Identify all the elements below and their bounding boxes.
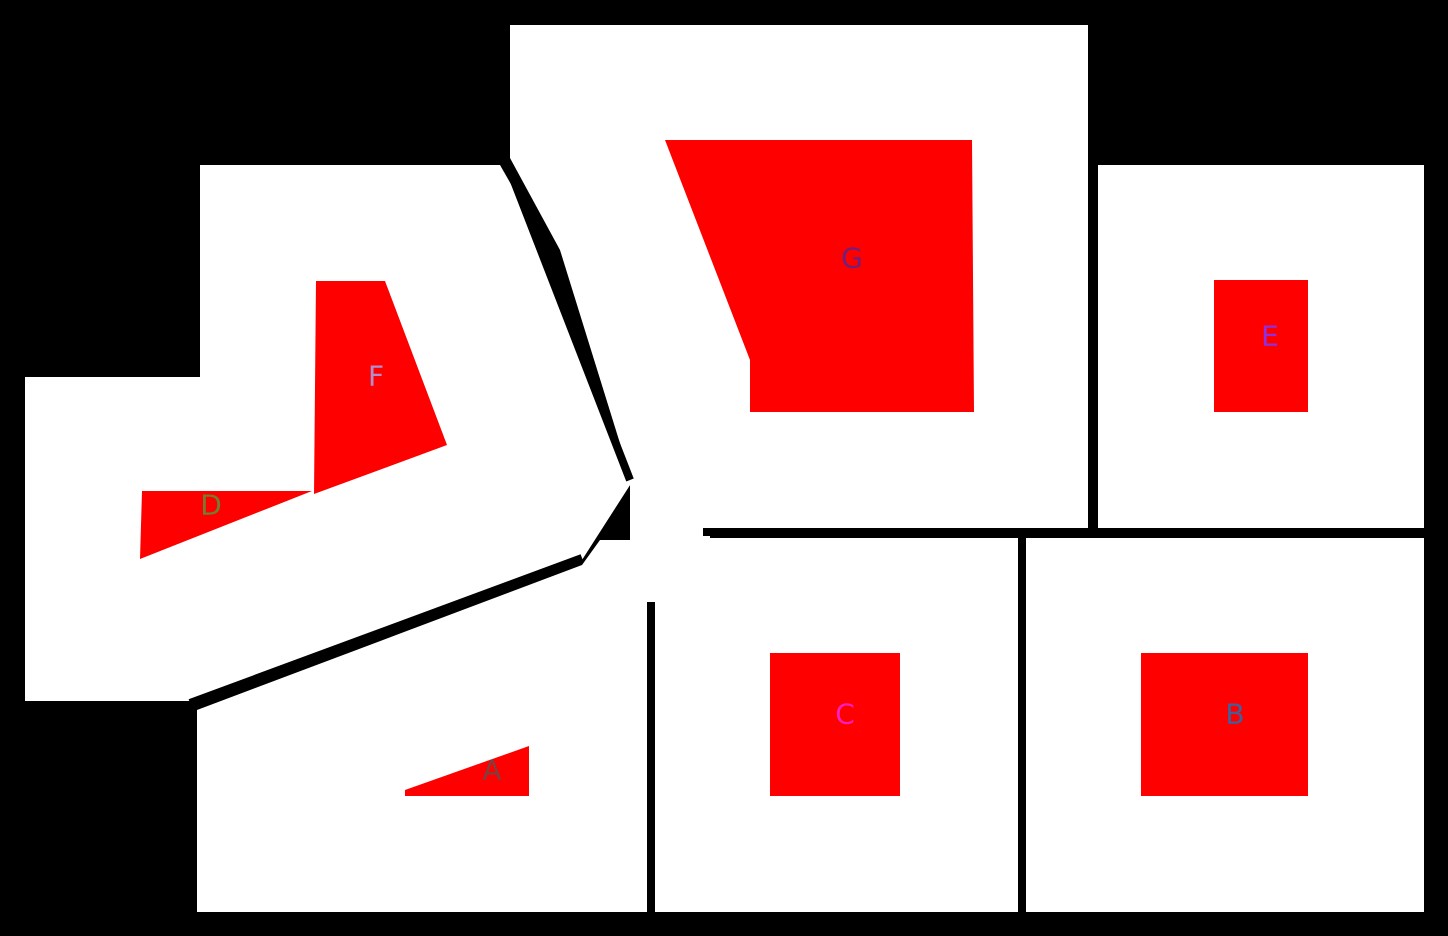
room-shape-a [405,746,529,796]
room-label-c: C [835,698,855,731]
room-shape-d [140,491,312,559]
wall-diagonal-upper [501,156,634,482]
wall-diagonal-lower [188,554,584,707]
room-label-e: E [1261,320,1279,353]
room-label-f: F [368,360,384,393]
room-shape-g [665,140,974,412]
room-shape-e [1214,280,1308,412]
floor-area-a [197,540,655,912]
walls [188,156,1424,912]
room-labels: G E F D C B A [200,242,1279,787]
room-shape-f [314,281,447,494]
room-label-d: D [200,489,222,522]
room-label-g: G [841,242,863,275]
room-shapes [140,140,1308,796]
room-label-b: B [1225,698,1244,731]
room-label-a: A [482,754,501,787]
room-shape-c [770,653,900,796]
room-shape-b [1141,653,1308,796]
